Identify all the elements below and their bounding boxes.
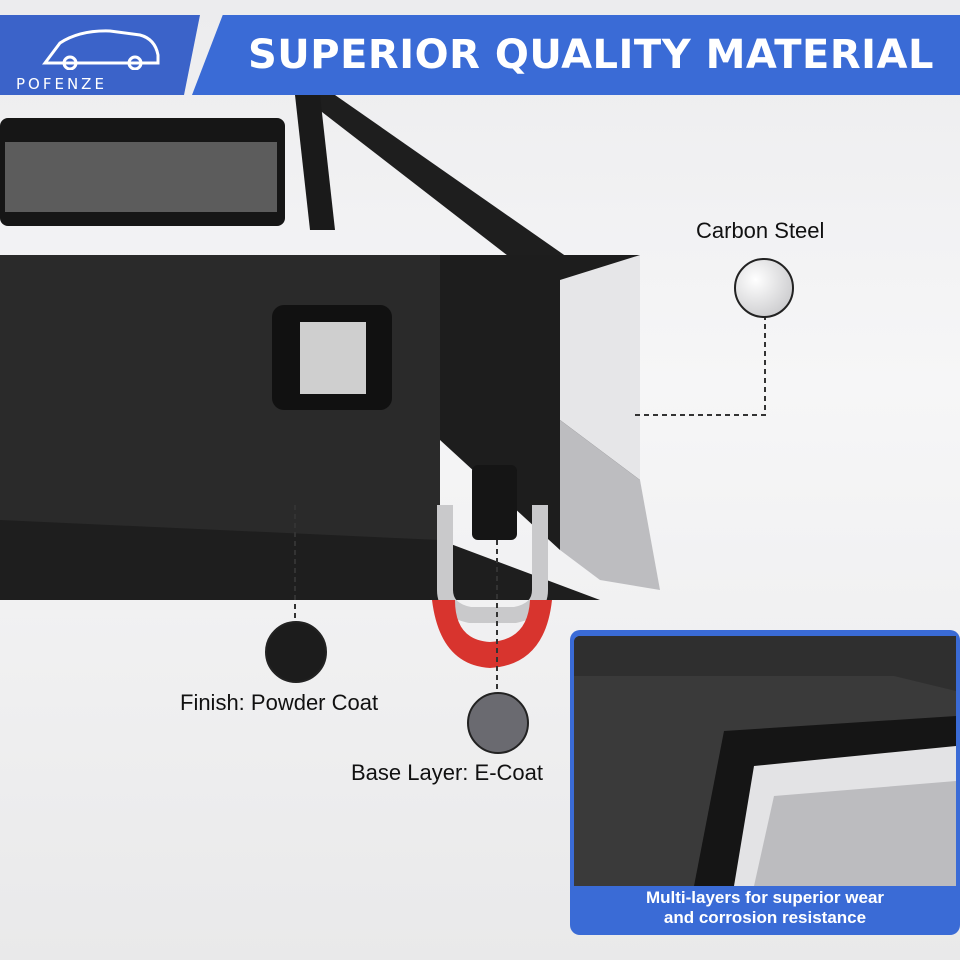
light-bar-arm bbox=[300, 95, 600, 300]
logo-text: POFENZE bbox=[16, 75, 107, 93]
finish-label: Finish: Powder Coat bbox=[180, 690, 379, 715]
car-logo-icon bbox=[42, 29, 160, 70]
carbon-steel-leader bbox=[635, 315, 766, 416]
carbon-steel-face bbox=[560, 255, 640, 480]
callout-caption: Multi-layers for superior wear and corro… bbox=[570, 888, 960, 933]
shackle-mount bbox=[472, 465, 517, 540]
page-title: SUPERIOR QUALITY MATERIAL bbox=[248, 32, 934, 78]
e-coat-swatch bbox=[467, 692, 529, 754]
base-layer-label: Base Layer: E-Coat bbox=[351, 760, 543, 785]
brand-logo: POFENZE bbox=[0, 15, 200, 95]
d-ring-shackle bbox=[437, 505, 548, 623]
title-banner: SUPERIOR QUALITY MATERIAL bbox=[192, 15, 960, 95]
shackle-isolator bbox=[432, 600, 552, 668]
layers-closeup bbox=[574, 636, 956, 886]
carbon-steel-swatch bbox=[734, 258, 794, 318]
callout-line-2: and corrosion resistance bbox=[663, 908, 867, 927]
powder-coat-swatch bbox=[265, 621, 327, 683]
steel-skid bbox=[560, 420, 660, 590]
light-bar-leds bbox=[5, 142, 277, 212]
flood-light-lens bbox=[300, 322, 366, 394]
closeup-illustration bbox=[574, 636, 956, 886]
light-bar-bracket bbox=[295, 95, 335, 230]
callout-line-1: Multi-layers for superior wear bbox=[645, 888, 885, 907]
carbon-steel-label: Carbon Steel bbox=[696, 218, 825, 243]
